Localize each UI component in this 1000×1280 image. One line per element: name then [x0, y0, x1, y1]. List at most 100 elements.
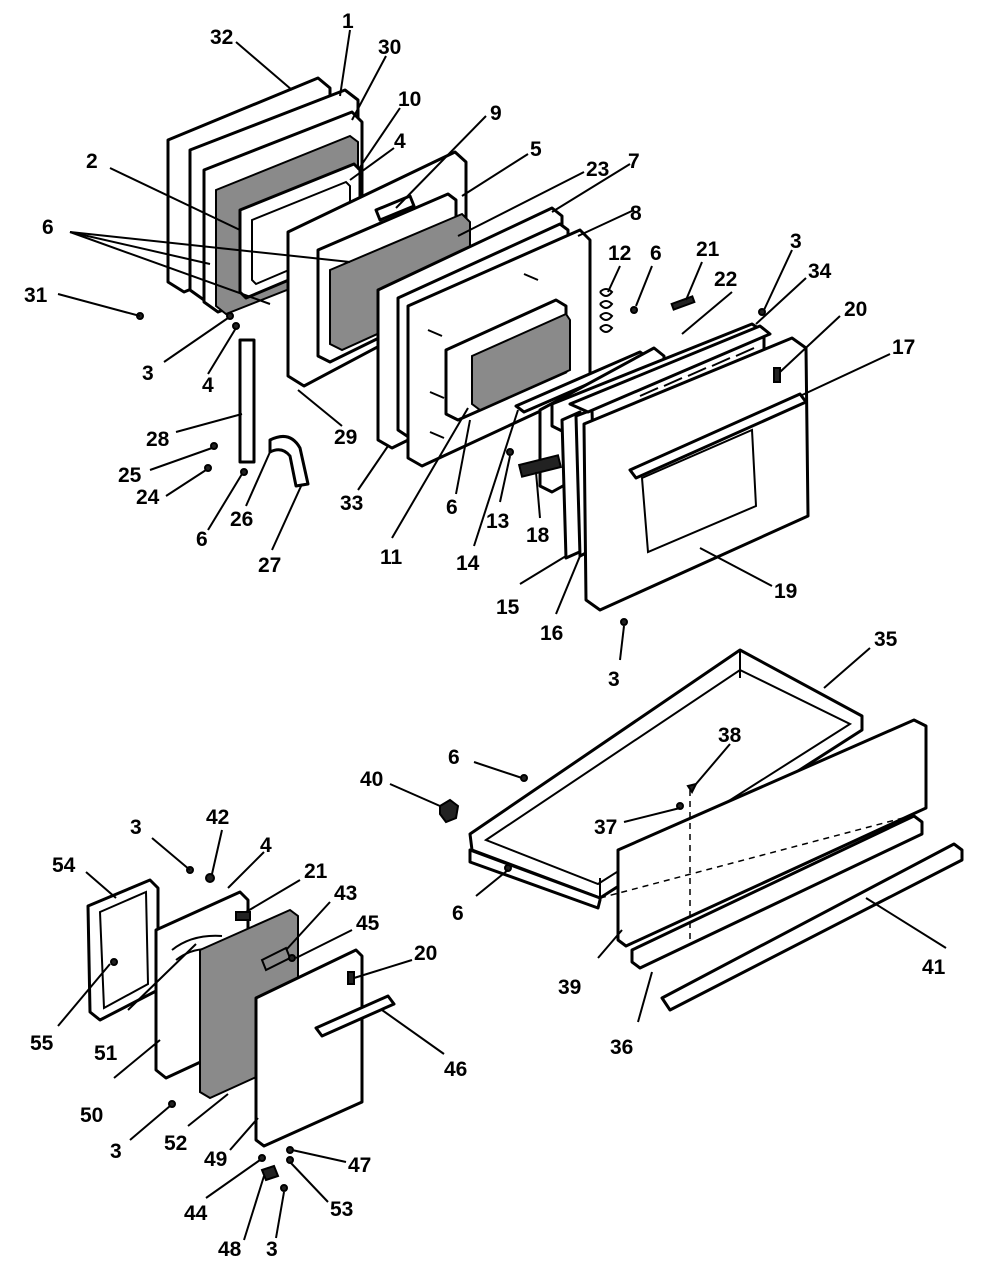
leader-6-c — [69, 231, 271, 305]
part-46-door-handle — [314, 994, 396, 1038]
leader-3-e — [129, 1105, 171, 1141]
callout-39: 39 — [558, 976, 581, 999]
leader-3-b — [763, 249, 793, 311]
callout-48: 48 — [218, 1238, 242, 1261]
leader-4-c — [227, 851, 265, 889]
part-54-gasket-inner — [98, 890, 150, 1010]
leader-11 — [391, 407, 469, 539]
callout-4-c: 4 — [260, 834, 272, 857]
leader-13 — [499, 455, 511, 503]
callout-6-a: 6 — [42, 216, 54, 239]
callout-36: 36 — [610, 1036, 633, 1059]
callout-14: 14 — [456, 552, 480, 575]
callout-17: 17 — [892, 336, 915, 359]
callout-21-b: 21 — [304, 860, 328, 883]
leader-25 — [149, 447, 213, 471]
callout-10: 10 — [398, 88, 421, 111]
callout-29: 29 — [334, 426, 357, 449]
leader-6-e — [455, 419, 471, 495]
leader-31 — [57, 293, 141, 317]
part-21-lower-clip — [235, 911, 251, 921]
part-34-door-panel — [568, 324, 772, 414]
leader-6-f — [635, 265, 653, 307]
callout-50: 50 — [80, 1104, 103, 1127]
leader-3-c — [619, 625, 625, 661]
part-25-hinge-spring — [210, 442, 218, 450]
part-44-screw — [258, 1154, 266, 1162]
part-40-drawer-stop — [439, 798, 460, 824]
leader-50 — [113, 1039, 161, 1079]
leader-35 — [823, 647, 871, 689]
callout-4-b: 4 — [202, 374, 214, 397]
callout-labels: 32 1 30 10 9 5 23 7 8 2 4 6 31 3 4 28 25… — [24, 10, 946, 1261]
leader-24 — [165, 469, 207, 497]
callout-49: 49 — [204, 1148, 227, 1171]
leader-33 — [357, 445, 389, 491]
part-17-door-handle — [628, 392, 808, 480]
callout-33: 33 — [340, 492, 363, 515]
part-28-hinge-arm — [238, 338, 256, 464]
callout-54: 54 — [52, 854, 76, 877]
part-26-hinge-lever — [268, 434, 310, 488]
leader-9 — [395, 115, 487, 209]
callout-3-f: 3 — [266, 1238, 278, 1261]
callout-3-d: 3 — [130, 816, 142, 839]
part-41-kick-panel — [660, 842, 964, 1012]
part-21-clip — [670, 295, 696, 311]
callout-55: 55 — [30, 1032, 54, 1055]
callout-3-e: 3 — [110, 1140, 122, 1163]
leader-17 — [799, 353, 891, 397]
callout-3-a: 3 — [142, 362, 154, 385]
leader-1 — [339, 29, 351, 97]
leader-6-g — [473, 761, 523, 779]
part-3-screw-upper — [758, 308, 766, 316]
leader-47 — [291, 1149, 347, 1163]
leader-55 — [57, 963, 111, 1027]
callout-42: 42 — [206, 806, 229, 829]
leader-4-b — [207, 327, 237, 375]
leader-32 — [235, 41, 293, 91]
leader-46 — [381, 1009, 445, 1055]
part-24-hinge-pin — [204, 464, 212, 472]
part-36-drawer-rail — [630, 814, 924, 970]
leader-39 — [597, 929, 623, 959]
callout-15: 15 — [496, 596, 520, 619]
leader-5 — [461, 153, 529, 197]
part-9-bracket — [374, 194, 416, 222]
part-12-door-chain — [599, 288, 614, 333]
callout-31: 31 — [24, 284, 48, 307]
callout-53: 53 — [330, 1198, 353, 1221]
callout-37: 37 — [594, 816, 617, 839]
leader-53 — [289, 1161, 329, 1203]
callout-51: 51 — [94, 1042, 118, 1065]
leader-20 — [779, 315, 841, 373]
upper-door-outer-panels — [514, 322, 810, 626]
part-49-outer-door — [254, 948, 364, 1148]
callout-30: 30 — [378, 36, 401, 59]
leader-8 — [577, 209, 635, 237]
callout-20-b: 20 — [414, 942, 437, 965]
leader-20-b — [353, 959, 413, 979]
callout-43: 43 — [334, 882, 357, 905]
part-13-screw — [506, 448, 514, 456]
callout-16: 16 — [540, 622, 563, 645]
part-19-vent-slots — [639, 347, 755, 397]
part-35-drawer-front-edge — [468, 848, 602, 910]
leader-51 — [127, 943, 197, 1011]
part-35-drawer-wall — [599, 650, 741, 898]
leader-45 — [295, 929, 353, 959]
leader-48 — [243, 1175, 265, 1241]
leader-34 — [755, 277, 807, 325]
callout-32: 32 — [210, 26, 233, 49]
leader-23 — [457, 171, 585, 237]
part-6-screw-left — [240, 468, 248, 476]
leader-6-d — [207, 473, 243, 531]
part-38-screw — [686, 782, 698, 794]
part-3-lower-screw-bottom — [280, 1184, 288, 1192]
part-3-screw-lower-door — [620, 618, 628, 626]
leader-15 — [519, 555, 567, 585]
callout-9: 9 — [490, 102, 502, 125]
callout-47: 47 — [348, 1154, 371, 1177]
leader-40 — [389, 783, 441, 807]
part-3-lower-screw-left — [168, 1100, 176, 1108]
